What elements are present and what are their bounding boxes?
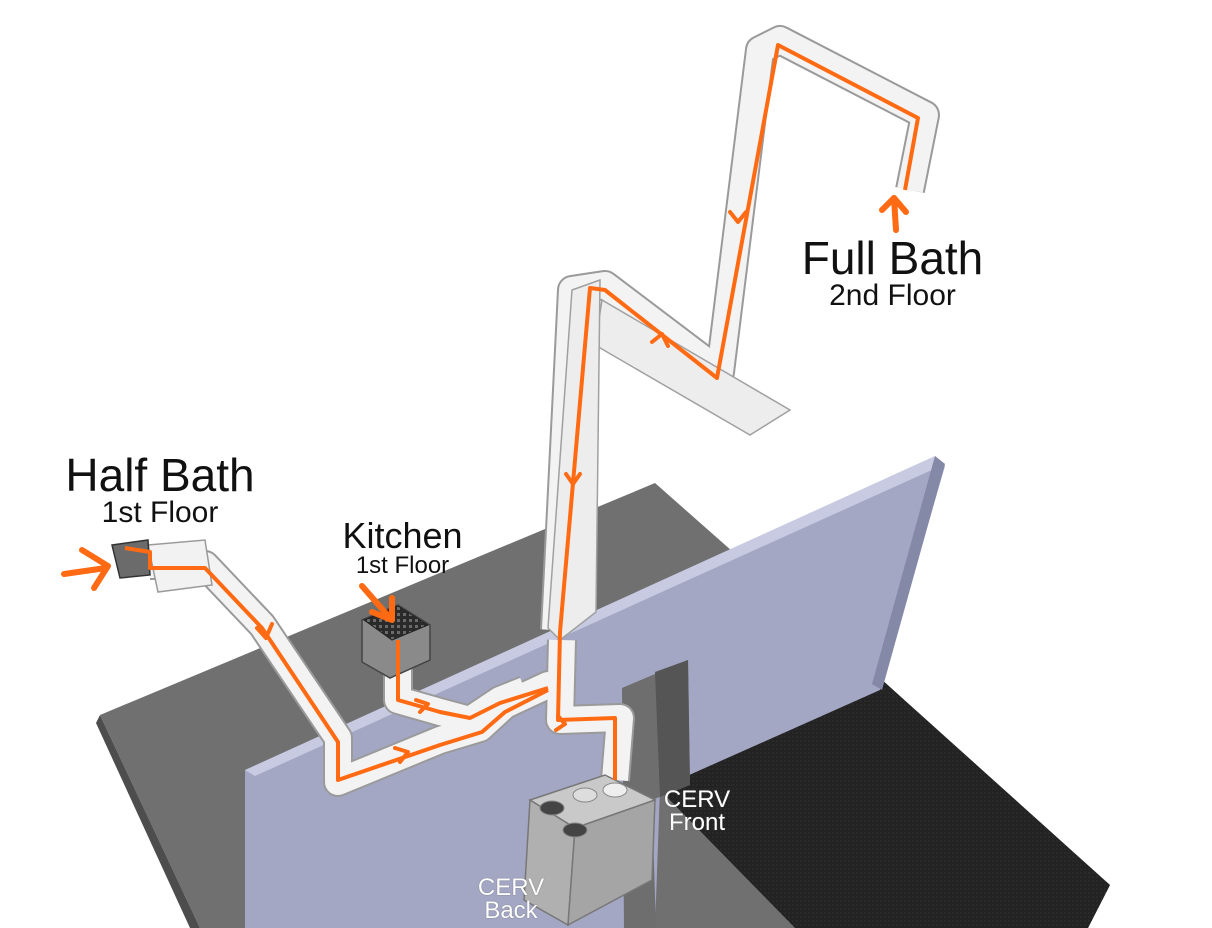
- half-bath-arrow-head: [79, 547, 111, 591]
- doorway-jamb: [655, 660, 690, 797]
- arrowhead-3: [728, 210, 748, 224]
- half-bath-arrow-shaft: [61, 565, 109, 577]
- cerv-unit: [523, 774, 657, 927]
- wall-face: [245, 460, 945, 928]
- arrowhead-2: [393, 746, 410, 764]
- arrowhead-4: [650, 332, 670, 348]
- full-bath-arrow-shaft: [891, 195, 899, 233]
- floor-joist-upper: [594, 298, 792, 436]
- half-bath-title: Half Bath: [65, 449, 255, 501]
- wall-side-edge: [872, 456, 945, 690]
- label-cerv-front: CERV Front: [652, 786, 742, 836]
- floor-edge: [96, 715, 200, 928]
- cerv-right-face: [567, 798, 656, 927]
- cerv-back-line2: Back: [484, 897, 538, 924]
- cerv-port-3: [562, 822, 588, 838]
- half-bath-floor: 1st Floor: [101, 496, 219, 529]
- kitchen-arrow-shaft: [359, 583, 393, 621]
- label-kitchen: Kitchen 1st Floor: [330, 518, 475, 578]
- airflow-paths: [124, 43, 920, 782]
- cerv-front-line1: CERV: [663, 786, 731, 813]
- arrowhead-6: [554, 714, 567, 732]
- floor-mat: [660, 678, 1110, 928]
- cerv-port-4: [602, 782, 628, 798]
- arrowhead-5: [564, 472, 582, 486]
- cerv-back-line1: CERV: [477, 874, 545, 901]
- kitchen-floor: 1st Floor: [355, 552, 450, 579]
- label-cerv-back: CERV Back: [468, 874, 554, 924]
- full-bath-title: Full Bath: [801, 232, 984, 284]
- cerv-front-line2: Front: [668, 809, 725, 836]
- input-arrows: [61, 195, 909, 623]
- airflow-half-bath: [124, 546, 549, 782]
- airflow-kitchen: [396, 640, 549, 720]
- arrowhead-1: [255, 622, 274, 640]
- cerv-port-1: [539, 800, 565, 816]
- label-full-bath: Full Bath 2nd Floor: [790, 235, 995, 311]
- kitchen-title: Kitchen: [342, 515, 463, 556]
- arrowhead-7: [414, 698, 430, 714]
- kitchen-arrow-head: [369, 595, 395, 623]
- airflow-full-bath: [556, 43, 920, 780]
- full-bath-floor: 2nd Floor: [829, 279, 956, 312]
- cerv-port-2: [572, 787, 598, 803]
- full-bath-arrow-head: [879, 195, 909, 215]
- flow-arrows: [255, 210, 748, 764]
- label-half-bath: Half Bath 1st Floor: [50, 452, 270, 528]
